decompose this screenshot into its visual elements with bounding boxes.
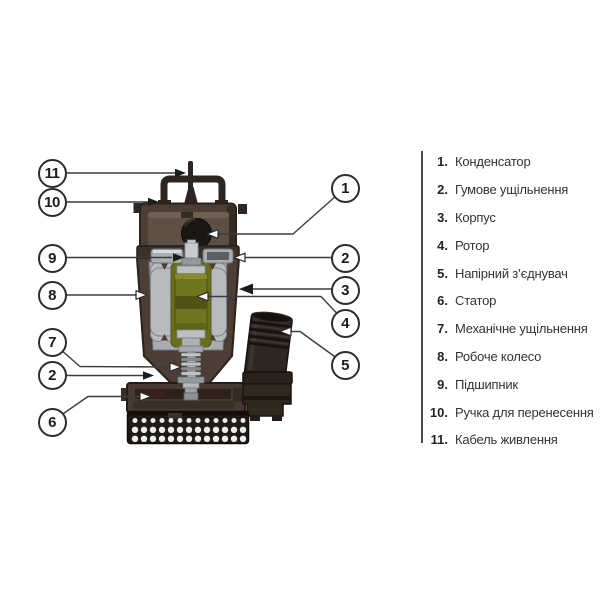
legend-item: 10. Ручка для перенесення	[424, 398, 596, 426]
legend-divider	[421, 151, 423, 443]
arrowhead-8	[135, 290, 148, 300]
arrowhead-2-left	[143, 371, 154, 380]
legend-item-number: 4.	[437, 237, 448, 253]
callout-2-right: 2	[330, 243, 360, 273]
legend-item-label: Статор	[455, 293, 497, 309]
arrowhead-3	[239, 283, 253, 295]
callout-10: 10	[37, 187, 67, 217]
legend-item-number: 11.	[430, 432, 448, 448]
callout-7: 7	[37, 327, 67, 357]
legend-item: 1. Конденсатор	[424, 148, 596, 176]
discharge-connector	[233, 311, 293, 421]
mechanical-seal-spring	[177, 345, 205, 401]
legend-item-label: Корпус	[455, 209, 496, 225]
arrowhead-5	[279, 326, 292, 337]
legend-item-number: 3.	[437, 209, 448, 225]
legend-item-number: 10.	[429, 404, 448, 420]
legend-item: 7. Механічне ущільнення	[424, 315, 596, 343]
legend-item: 2. Гумове ущільнення	[424, 176, 596, 204]
leader-line-1	[217, 187, 346, 235]
legend-item-label: Конденсатор	[455, 154, 531, 170]
legend-item-label: Підшипник	[455, 376, 518, 392]
legend-item-number: 8.	[437, 348, 448, 364]
suction-strainer	[126, 410, 250, 445]
legend-item-label: Кабель живлення	[455, 432, 558, 448]
callout-8: 8	[37, 280, 67, 310]
callout-2-left: 2	[37, 360, 67, 390]
arrowhead-4	[196, 291, 209, 302]
arrowhead-6	[139, 391, 152, 402]
legend-list: 1. Конденсатор 2. Гумове ущільнення 3. К…	[424, 148, 596, 454]
legend-item-label: Ротор	[455, 237, 490, 253]
legend-item-label: Ручка для перенесення	[455, 404, 594, 420]
legend-item-number: 5.	[437, 265, 448, 281]
legend-item-number: 7.	[437, 321, 448, 337]
legend-item: 11. Кабель живлення	[424, 426, 596, 454]
callout-3: 3	[330, 275, 360, 305]
legend-item: 6. Статор	[424, 287, 596, 315]
legend-item: 5. Напірний з’єднувач	[424, 259, 596, 287]
strainer-holes	[131, 418, 247, 442]
arrowhead-1	[206, 229, 219, 239]
spring-coils	[180, 352, 202, 376]
legend-item: 3. Корпус	[424, 204, 596, 232]
arrowhead-2-right	[233, 252, 246, 263]
callout-9: 9	[37, 243, 67, 273]
legend-item-label: Гумове ущільнення	[455, 182, 569, 198]
arrowhead-10	[148, 197, 159, 207]
legend-item-label: Напірний з’єднувач	[455, 265, 568, 281]
legend-item-number: 6.	[437, 293, 448, 309]
legend-item-label: Механічне ущільнення	[455, 321, 588, 337]
legend-item: 8. Робоче колесо	[424, 343, 596, 371]
legend-item: 9. Підшипник	[424, 370, 596, 398]
legend-item-label: Робоче колесо	[455, 348, 542, 364]
arrowhead-9	[173, 253, 184, 262]
legend-item-number: 1.	[437, 154, 448, 170]
callout-5: 5	[330, 350, 360, 380]
arrowhead-7	[169, 362, 182, 372]
legend-item: 4. Ротор	[424, 231, 596, 259]
arrowhead-11	[175, 168, 186, 178]
arrowheads	[135, 168, 292, 402]
rotor	[170, 239, 212, 401]
callout-1: 1	[330, 173, 360, 203]
power-cable	[183, 161, 199, 206]
legend-item-number: 9.	[437, 376, 448, 392]
leader-line-5	[291, 330, 346, 365]
callout-11: 11	[37, 158, 67, 188]
callout-4: 4	[330, 308, 360, 338]
callout-6: 6	[37, 407, 67, 437]
legend-item-number: 2.	[437, 182, 448, 198]
